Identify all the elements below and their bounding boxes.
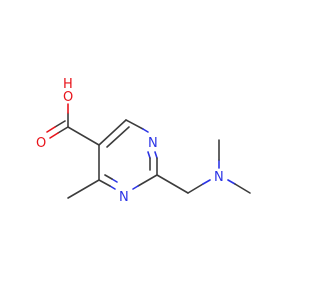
bond-n3-c4-double-n — [111, 178, 118, 183]
hydroxyl-o-label: O — [63, 90, 73, 105]
bond-n1-c2-double-n — [147, 151, 151, 159]
bond-n-methyl-right-n — [227, 179, 236, 185]
bond-carbonyl — [57, 126, 69, 134]
carboxyl-group — [46, 103, 100, 146]
bond-c5-carboxyl-c — [67, 126, 100, 146]
bond-c2-n3-n — [132, 185, 139, 190]
bond-c4-methyl — [67, 179, 100, 199]
bond-n3-c4-double — [104, 174, 113, 180]
pyrimidine-ring — [98, 119, 158, 190]
bond-c5-c6-double — [106, 126, 130, 148]
bond-n3-c4-n — [109, 185, 116, 190]
bond-n1-c2-n — [154, 151, 158, 159]
dimethylaminomethyl-group — [156, 139, 251, 194]
molecule-structure-diagram: O H O N N N — [36, 77, 251, 205]
hydroxyl-h-label: H — [63, 77, 73, 92]
ring-n1-label: N — [148, 136, 158, 151]
bond-carbonyl-double-o — [46, 126, 56, 133]
bond-n-methyl-right — [234, 183, 251, 194]
bond-carbonyl-o — [49, 132, 59, 139]
bond-carbonyl-double — [54, 120, 66, 128]
amine-n-label: N — [214, 170, 224, 185]
ring-n3-label: N — [119, 190, 129, 205]
carbonyl-o-label: O — [36, 136, 46, 151]
bond-c2-n3 — [137, 174, 158, 187]
bond-ch2-n — [187, 183, 204, 194]
bond-ch2-n-n — [202, 179, 211, 185]
bond-c6-n1-n — [142, 128, 149, 133]
bond-c6-n1 — [125, 119, 144, 130]
bond-c5-c6 — [98, 119, 127, 146]
bond-c2-ch2 — [156, 174, 189, 194]
bond-n3-c4 — [98, 179, 111, 187]
